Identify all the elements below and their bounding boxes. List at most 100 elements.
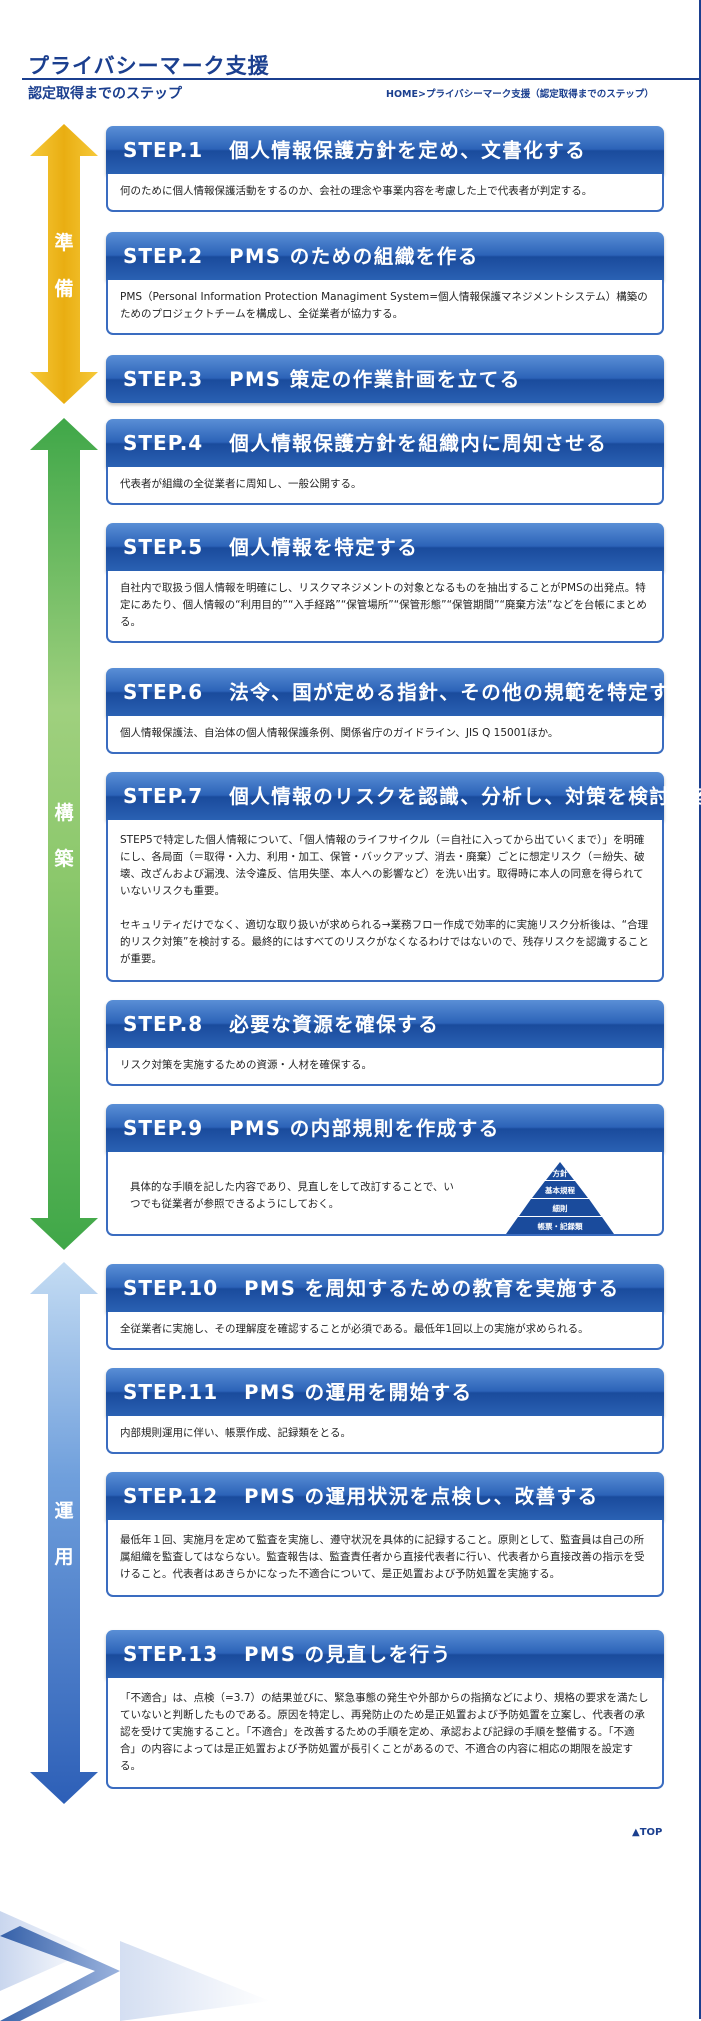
step-number: STEP.13: [123, 1642, 219, 1666]
step-text: 何のために個人情報保護活動をするのか、会社の理念や事業内容を考慮した上で代表者が…: [120, 185, 593, 197]
step-9-body: 具体的な手順を記した内容であり、見直しをして改訂することで、いつでも従業者が参照…: [106, 1152, 664, 1236]
step-text: 個人情報保護法、自治体の個人情報保護条例、関係省庁のガイドライン、JIS Q 1…: [120, 727, 559, 739]
step-number: STEP.8: [123, 1012, 204, 1036]
step-text: PMS（Personal Information Protection Mana…: [120, 291, 648, 320]
step-6-body: 個人情報保護法、自治体の個人情報保護条例、関係省庁のガイドライン、JIS Q 1…: [106, 716, 664, 754]
step-10-body: 全従業者に実施し、その理解度を確認することが必須である。最低年1回以上の実施が求…: [106, 1312, 664, 1350]
step-5-body: 自社内で取扱う個人情報を明確にし、リスクマネジメントの対象となるものを抽出するこ…: [106, 571, 664, 643]
step-8-header: STEP.8 必要な資源を確保する: [106, 1000, 664, 1048]
step-2-header: STEP.2 PMS のための組織を作る: [106, 232, 664, 280]
step-13: STEP.13 PMS の見直しを行う 「不適合」は、点検（=3.7）の結果並びに…: [106, 1630, 664, 1789]
step-9: STEP.9 PMS の内部規則を作成する 具体的な手順を記した内容であり、見直し…: [106, 1104, 664, 1236]
step-text: 全従業者に実施し、その理解度を確認することが必須である。最低年1回以上の実施が求…: [120, 1323, 589, 1335]
step-4-header: STEP.4 個人情報保護方針を組織内に周知させる: [106, 419, 664, 467]
step-number: STEP.5: [123, 535, 204, 559]
step-title: PMS の運用状況を点検し、改善する: [244, 1485, 599, 1508]
step-2: STEP.2 PMS のための組織を作る PMS（Personal Informa…: [106, 232, 664, 335]
back-to-top-link[interactable]: ▲TOP: [632, 1827, 663, 1838]
step-title: PMS 策定の作業計画を立てる: [229, 368, 521, 391]
step-number: STEP.9: [123, 1116, 204, 1140]
breadcrumb-home-link[interactable]: HOME>: [386, 89, 426, 100]
step-text: リスク対策を実施するための資源・人材を確保する。: [120, 1059, 372, 1071]
step-6: STEP.6 法令、国が定める指針、その他の規範を特定する 個人情報保護法、自治体…: [106, 668, 690, 754]
step-number: STEP.4: [123, 431, 204, 455]
prep-phase-arrow: [30, 124, 98, 404]
step-text: 自社内で取扱う個人情報を明確にし、リスクマネジメントの対象となるものを抽出するこ…: [120, 582, 647, 628]
step-title: PMS を周知するための教育を実施する: [244, 1277, 620, 1300]
step-5-header: STEP.5 個人情報を特定する: [106, 523, 664, 571]
pyramid-level-policy: 方針: [553, 1168, 568, 1178]
step-8: STEP.8 必要な資源を確保する リスク対策を実施するための資源・人材を確保する…: [106, 1000, 664, 1086]
step-4-body: 代表者が組織の全従業者に周知し、一般公開する。: [106, 467, 664, 505]
step-3: STEP.3 PMS 策定の作業計画を立てる: [106, 355, 664, 403]
ops-phase-label-1: 運: [54, 1500, 74, 1522]
pyramid-level-forms-records: 帳票・記録類: [538, 1221, 583, 1231]
step-text: 内部規則運用に伴い、帳票作成、記録類をとる。: [120, 1427, 351, 1439]
step-title: PMS のための組織を作る: [229, 245, 479, 268]
document-hierarchy-pyramid: 方針 基本規程 細則 帳票・記録類: [506, 1162, 614, 1234]
step-number: STEP.7: [123, 784, 204, 808]
build-phase-label-2: 築: [54, 848, 74, 870]
step-text: STEP5で特定した個人情報について、「個人情報のライフサイクル（＝自社に入って…: [120, 834, 645, 897]
step-3-header: STEP.3 PMS 策定の作業計画を立てる: [106, 355, 664, 403]
step-text: セキュリティだけでなく、適切な取り扱いが求められる→業務フロー作成で効率的に実施…: [120, 919, 649, 965]
step-text: 「不適合」は、点検（=3.7）の結果並びに、緊急事態の発生や外部からの指摘などに…: [120, 1692, 649, 1772]
page-subtitle: 認定取得までのステップ: [28, 86, 182, 102]
step-10-header: STEP.10 PMS を周知するための教育を実施する: [106, 1264, 664, 1312]
step-12-header: STEP.12 PMS の運用状況を点検し、改善する: [106, 1472, 664, 1520]
build-phase-label-1: 構: [54, 802, 74, 824]
step-7-header: STEP.7 個人情報のリスクを認識、分析し、対策を検討する: [106, 772, 701, 820]
step-title: PMS の運用を開始する: [244, 1381, 473, 1404]
step-11: STEP.11 PMS の運用を開始する 内部規則運用に伴い、帳票作成、記録類をと…: [106, 1368, 664, 1454]
step-text: 最低年１回、実施月を定めて監査を実施し、遵守状況を具体的に記録すること。原則とし…: [120, 1534, 645, 1580]
step-11-header: STEP.11 PMS の運用を開始する: [106, 1368, 664, 1416]
build-phase-arrow: [30, 418, 98, 1250]
step-13-header: STEP.13 PMS の見直しを行う: [106, 1630, 664, 1678]
step-7: STEP.7 個人情報のリスクを認識、分析し、対策を検討する STEP5で特定した…: [106, 772, 701, 982]
pyramid-level-detailed-rules: 細則: [553, 1203, 568, 1213]
step-title: 個人情報を特定する: [229, 536, 419, 559]
pyramid-level-basic-rules: 基本規程: [544, 1185, 575, 1195]
decorative-chevron-graphic: [0, 1911, 270, 2021]
breadcrumb-current: プライバシーマーク支援（認定取得までのステップ）: [425, 89, 654, 100]
step-1-header: STEP.1 個人情報保護方針を定め、文書化する: [106, 126, 664, 174]
step-title: 必要な資源を確保する: [229, 1013, 440, 1036]
step-title: 個人情報保護方針を定め、文書化する: [229, 139, 587, 162]
step-number: STEP.3: [123, 367, 204, 391]
prep-phase-label-1: 準: [54, 232, 74, 254]
step-13-body: 「不適合」は、点検（=3.7）の結果並びに、緊急事態の発生や外部からの指摘などに…: [106, 1678, 664, 1789]
step-1: STEP.1 個人情報保護方針を定め、文書化する 何のために個人情報保護活動をする…: [106, 126, 664, 212]
step-8-body: リスク対策を実施するための資源・人材を確保する。: [106, 1048, 664, 1086]
ops-phase-arrow: [30, 1262, 98, 1804]
step-2-body: PMS（Personal Information Protection Mana…: [106, 280, 664, 335]
breadcrumb: HOME>プライバシーマーク支援（認定取得までのステップ）: [386, 86, 654, 100]
prep-phase-label-2: 備: [54, 278, 74, 300]
page-title: プライバシーマーク支援: [28, 54, 270, 78]
step-number: STEP.6: [123, 680, 204, 704]
step-title: PMS の見直しを行う: [244, 1643, 452, 1666]
ops-phase-label-2: 用: [54, 1546, 74, 1568]
step-5: STEP.5 個人情報を特定する 自社内で取扱う個人情報を明確にし、リスクマネジメ…: [106, 523, 664, 643]
step-number: STEP.10: [123, 1276, 219, 1300]
step-11-body: 内部規則運用に伴い、帳票作成、記録類をとる。: [106, 1416, 664, 1454]
step-1-body: 何のために個人情報保護活動をするのか、会社の理念や事業内容を考慮した上で代表者が…: [106, 174, 664, 212]
step-10: STEP.10 PMS を周知するための教育を実施する 全従業者に実施し、その理解…: [106, 1264, 664, 1350]
step-number: STEP.2: [123, 244, 204, 268]
step-7-body: STEP5で特定した個人情報について、「個人情報のライフサイクル（＝自社に入って…: [106, 820, 664, 982]
step-title: 個人情報のリスクを認識、分析し、対策を検討する: [229, 785, 701, 808]
step-number: STEP.1: [123, 138, 204, 162]
step-text: 代表者が組織の全従業者に周知し、一般公開する。: [120, 478, 362, 490]
step-12: STEP.12 PMS の運用状況を点検し、改善する 最低年１回、実施月を定めて監…: [106, 1472, 664, 1597]
step-text: 具体的な手順を記した内容であり、見直しをして改訂することで、いつでも従業者が参照…: [130, 1181, 454, 1210]
step-6-header: STEP.6 法令、国が定める指針、その他の規範を特定する: [106, 668, 690, 716]
step-title: PMS の内部規則を作成する: [229, 1117, 500, 1140]
step-12-body: 最低年１回、実施月を定めて監査を実施し、遵守状況を具体的に記録すること。原則とし…: [106, 1520, 664, 1597]
step-title: 法令、国が定める指針、その他の規範を特定する: [229, 681, 692, 704]
step-number: STEP.11: [123, 1380, 219, 1404]
step-title: 個人情報保護方針を組織内に周知させる: [229, 432, 608, 455]
step-number: STEP.12: [123, 1484, 219, 1508]
header-divider: [22, 78, 699, 80]
step-4: STEP.4 個人情報保護方針を組織内に周知させる 代表者が組織の全従業者に周知し…: [106, 419, 664, 505]
step-9-header: STEP.9 PMS の内部規則を作成する: [106, 1104, 664, 1152]
